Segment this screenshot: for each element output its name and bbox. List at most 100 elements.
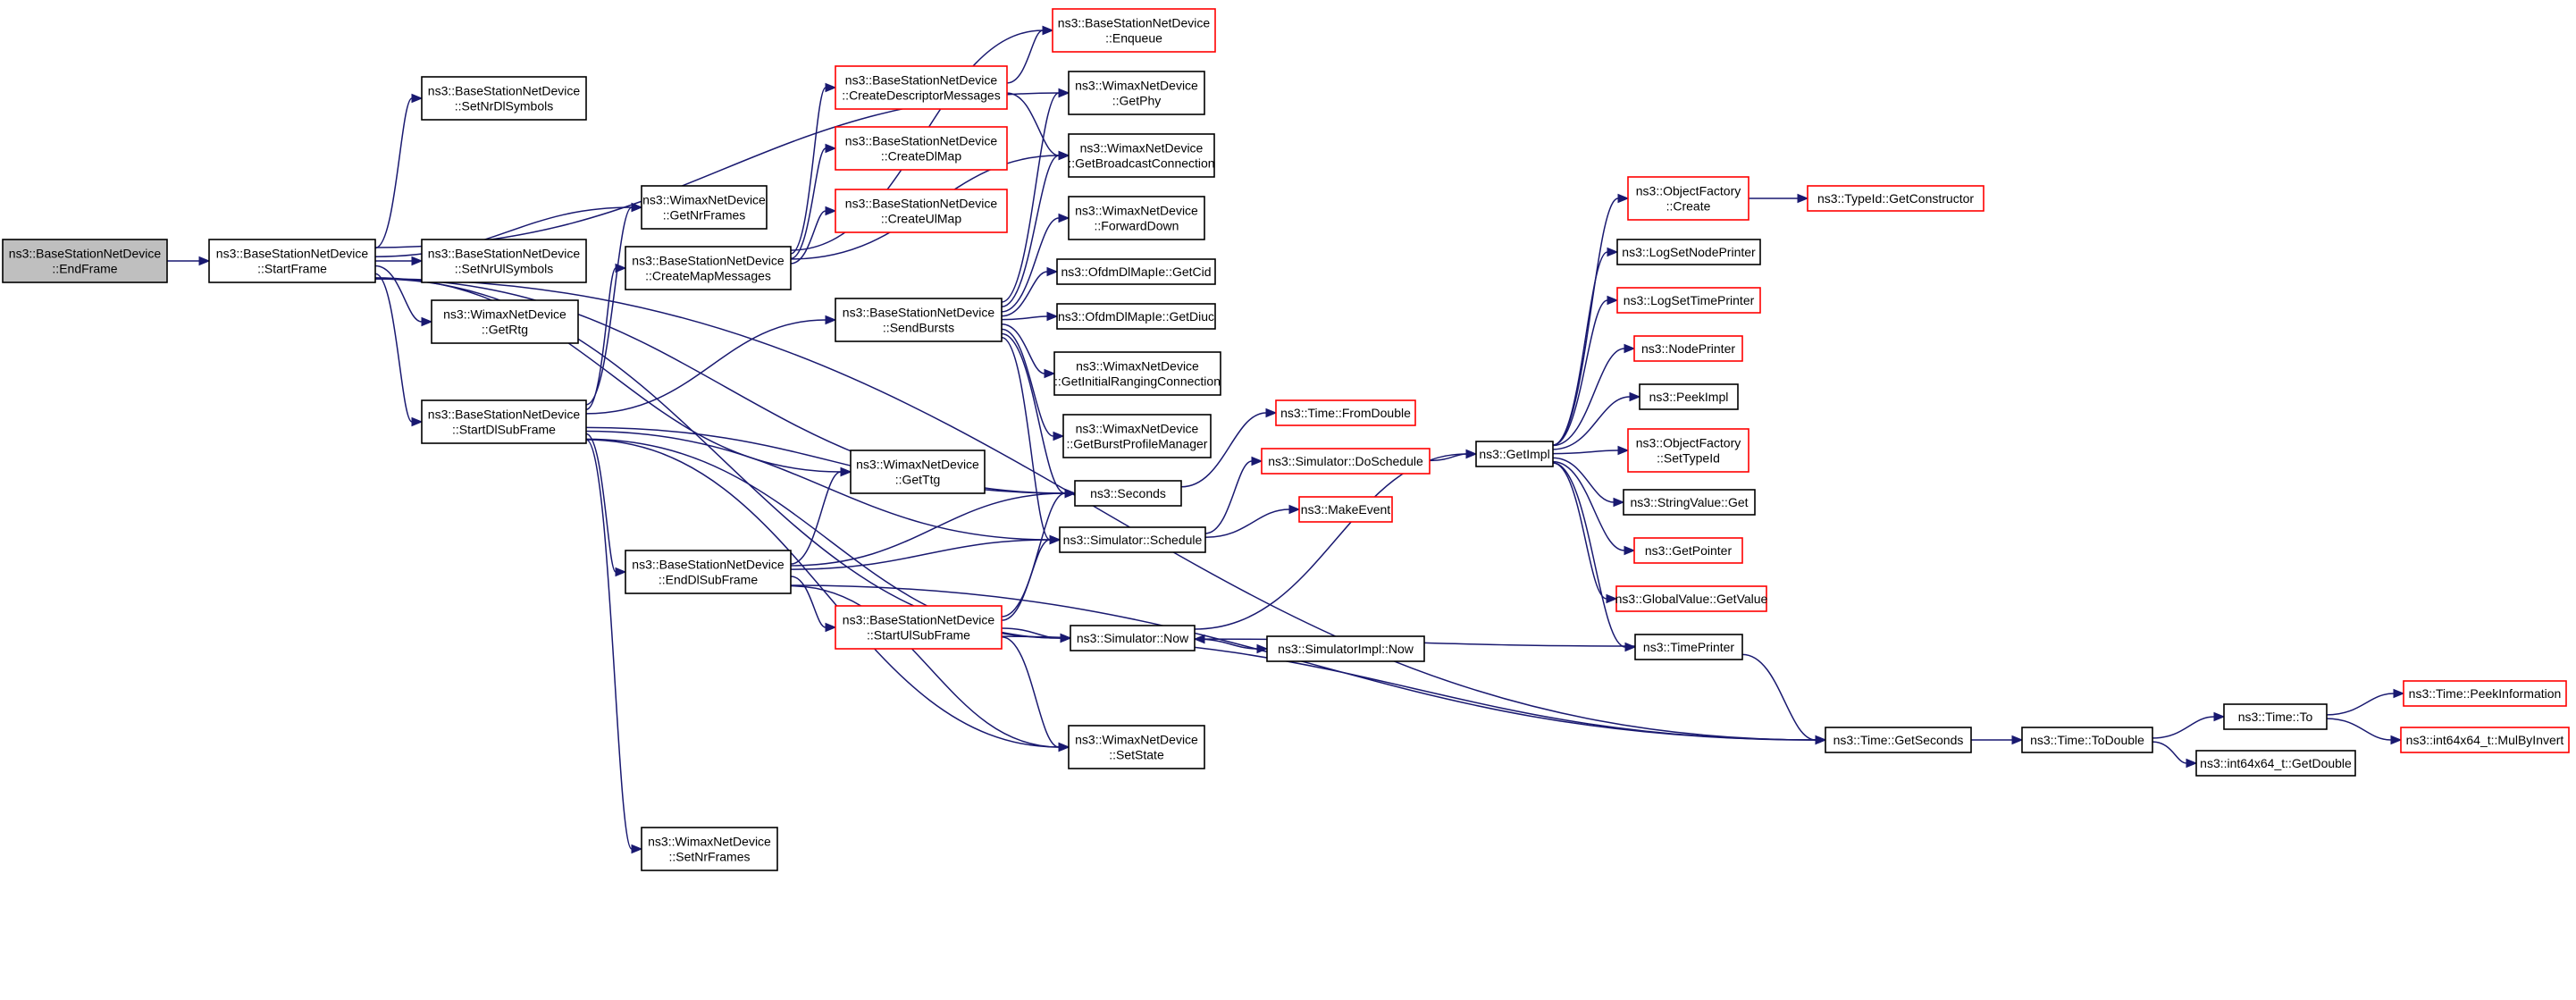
- node-simnow[interactable]: ns3::Simulator::Now: [1070, 625, 1196, 651]
- edge-createmapmessages-to-createdescriptor: [790, 82, 837, 255]
- node-label: ::StartUlSubFrame: [867, 628, 970, 643]
- node-setstate[interactable]: ns3::WimaxNetDevice::SetState: [1068, 725, 1205, 769]
- node-box: [1068, 71, 1205, 115]
- node-getcid[interactable]: ns3::OfdmDlMapIe::GetCid: [1056, 258, 1216, 285]
- edge-enddlsubframe-to-startulsubframe: [790, 576, 837, 633]
- node-box: [1825, 727, 1972, 753]
- node-doschedule[interactable]: ns3::Simulator::DoSchedule: [1261, 448, 1431, 475]
- node-createdescriptor[interactable]: ns3::BaseStationNetDevice::CreateDescrip…: [835, 65, 1008, 110]
- node-enqueue[interactable]: ns3::BaseStationNetDevice::Enqueue: [1052, 8, 1216, 53]
- edge-startdlsubframe-to-seconds: [585, 426, 1077, 499]
- node-ofcreate[interactable]: ns3::ObjectFactory::Create: [1627, 176, 1749, 221]
- node-label: ns3::GetPointer: [1645, 543, 1733, 558]
- node-label: ns3::BaseStationNetDevice: [843, 613, 995, 627]
- node-enddlsubframe[interactable]: ns3::BaseStationNetDevice::EndDlSubFrame: [625, 550, 792, 594]
- node-label: ns3::WimaxNetDevice: [648, 835, 771, 849]
- edge-sendbursts-to-getcid: [1001, 266, 1059, 317]
- node-getseconds[interactable]: ns3::Time::GetSeconds: [1825, 727, 1972, 753]
- edge-getimpl-to-nodeprinter: [1552, 343, 1636, 447]
- node-getphy[interactable]: ns3::WimaxNetDevice::GetPhy: [1068, 71, 1205, 115]
- node-getconstructor[interactable]: ns3::TypeId::GetConstructor: [1807, 185, 1984, 212]
- node-startdlsubframe[interactable]: ns3::BaseStationNetDevice::StartDlSubFra…: [421, 399, 587, 444]
- node-createmapmessages[interactable]: ns3::BaseStationNetDevice::CreateMapMess…: [625, 246, 792, 290]
- node-box: [625, 246, 792, 290]
- node-label: ns3::TimePrinter: [1643, 640, 1735, 654]
- node-box: [641, 185, 768, 230]
- node-mulbyinvert[interactable]: ns3::int64x64_t::MulByInvert: [2400, 727, 2570, 753]
- node-fromdouble[interactable]: ns3::Time::FromDouble: [1275, 399, 1416, 426]
- node-box: [1298, 496, 1393, 523]
- node-ofsettypeid[interactable]: ns3::ObjectFactory::SetTypeId: [1627, 428, 1749, 473]
- node-simimplnow[interactable]: ns3::SimulatorImpl::Now: [1266, 635, 1425, 662]
- node-timeto[interactable]: ns3::Time::To: [2223, 703, 2328, 730]
- edge-startframe-to-startdlsubframe: [374, 273, 424, 427]
- node-box: [1633, 335, 1743, 362]
- node-nodeprinter[interactable]: ns3::NodePrinter: [1633, 335, 1743, 362]
- node-createulmap[interactable]: ns3::BaseStationNetDevice::CreateUlMap: [835, 189, 1008, 233]
- node-makeevent[interactable]: ns3::MakeEvent: [1298, 496, 1393, 523]
- node-box: [835, 605, 1003, 650]
- node-stringvalueget[interactable]: ns3::StringValue::Get: [1623, 489, 1756, 516]
- node-getdouble[interactable]: ns3::int64x64_t::GetDouble: [2195, 750, 2356, 777]
- edge-ofcreate-to-getconstructor: [1749, 193, 1809, 204]
- node-logsetnodeprinter[interactable]: ns3::LogSetNodePrinter: [1616, 239, 1761, 265]
- node-getdiuc[interactable]: ns3::OfdmDlMapIe::GetDiuc: [1056, 303, 1216, 330]
- edge-getimpl-to-globalvalue: [1552, 462, 1618, 604]
- node-startframe[interactable]: ns3::BaseStationNetDevice::StartFrame: [208, 239, 376, 283]
- edge-getimpl-to-stringvalueget: [1552, 457, 1625, 508]
- node-box: [1623, 489, 1756, 516]
- edge-getimpl-to-getpointer: [1552, 460, 1636, 556]
- node-label: ns3::BaseStationNetDevice: [843, 306, 995, 320]
- node-setnrframes[interactable]: ns3::WimaxNetDevice::SetNrFrames: [641, 827, 778, 871]
- node-box: [2223, 703, 2328, 730]
- node-getinitialranging[interactable]: ns3::WimaxNetDevice::GetInitialRangingCo…: [1053, 351, 1221, 396]
- node-getttg[interactable]: ns3::WimaxNetDevice::GetTtg: [850, 450, 986, 494]
- node-label: ns3::ObjectFactory: [1636, 184, 1741, 198]
- node-getbroadcast[interactable]: ns3::WimaxNetDevice::GetBroadcastConnect…: [1068, 133, 1215, 178]
- node-root[interactable]: ns3::BaseStationNetDevice::EndFrame: [2, 239, 168, 283]
- node-setnrulsymbols[interactable]: ns3::BaseStationNetDevice::SetNrUlSymbol…: [421, 239, 587, 283]
- node-box: [1056, 303, 1216, 330]
- node-box: [2, 239, 168, 283]
- node-box: [1059, 526, 1206, 553]
- node-label: ::EndDlSubFrame: [659, 573, 758, 587]
- node-getrtg[interactable]: ns3::WimaxNetDevice::GetRtg: [431, 299, 579, 344]
- node-label: ns3::WimaxNetDevice: [1076, 422, 1199, 436]
- node-peekimpl[interactable]: ns3::PeekImpl: [1639, 383, 1739, 410]
- node-logsettimeprinter[interactable]: ns3::LogSetTimePrinter: [1616, 287, 1761, 314]
- node-forwarddown[interactable]: ns3::WimaxNetDevice::ForwardDown: [1068, 196, 1205, 240]
- node-label: ns3::TypeId::GetConstructor: [1817, 191, 1974, 206]
- node-getnrframes[interactable]: ns3::WimaxNetDevice::GetNrFrames: [641, 185, 768, 230]
- node-createdlmap[interactable]: ns3::BaseStationNetDevice::CreateDlMap: [835, 126, 1008, 171]
- node-label: ns3::Simulator::Now: [1077, 631, 1189, 645]
- node-getburstprofile[interactable]: ns3::WimaxNetDevice::GetBurstProfileMana…: [1062, 414, 1212, 458]
- node-setnrdlsymbols[interactable]: ns3::BaseStationNetDevice::SetNrDlSymbol…: [421, 76, 587, 121]
- node-peekinformation[interactable]: ns3::Time::PeekInformation: [2403, 680, 2567, 707]
- node-label: ns3::PeekImpl: [1649, 390, 1729, 404]
- node-label: ::CreateUlMap: [881, 212, 961, 226]
- node-globalvalue[interactable]: ns3::GlobalValue::GetValue: [1615, 585, 1768, 612]
- node-box: [1261, 448, 1431, 475]
- node-label: ::SendBursts: [883, 321, 954, 335]
- node-box: [641, 827, 778, 871]
- edge-startdlsubframe-to-schedule: [585, 430, 1061, 545]
- node-label: ::GetBurstProfileManager: [1067, 437, 1208, 451]
- node-box: [421, 399, 587, 444]
- node-getimpl[interactable]: ns3::GetImpl: [1475, 441, 1554, 467]
- node-timeprinter[interactable]: ns3::TimePrinter: [1634, 634, 1743, 660]
- edge-enddlsubframe-to-seconds: [790, 488, 1077, 567]
- node-label: ns3::LogSetTimePrinter: [1624, 293, 1755, 307]
- edge-todouble-to-getdouble: [2152, 741, 2198, 769]
- node-box: [835, 126, 1008, 171]
- node-getpointer[interactable]: ns3::GetPointer: [1633, 537, 1743, 564]
- edge-createdescriptor-to-getbroadcast: [1006, 92, 1070, 161]
- node-startulsubframe[interactable]: ns3::BaseStationNetDevice::StartUlSubFra…: [835, 605, 1003, 650]
- node-schedule[interactable]: ns3::Simulator::Schedule: [1059, 526, 1206, 553]
- node-seconds[interactable]: ns3::Seconds: [1074, 480, 1182, 507]
- node-sendbursts[interactable]: ns3::BaseStationNetDevice::SendBursts: [835, 298, 1003, 342]
- edge-startdlsubframe-to-getnrframes: [585, 202, 643, 406]
- node-label: ::SetNrUlSymbols: [455, 262, 553, 276]
- node-label: ns3::BaseStationNetDevice: [632, 254, 785, 268]
- node-todouble[interactable]: ns3::Time::ToDouble: [2021, 727, 2153, 753]
